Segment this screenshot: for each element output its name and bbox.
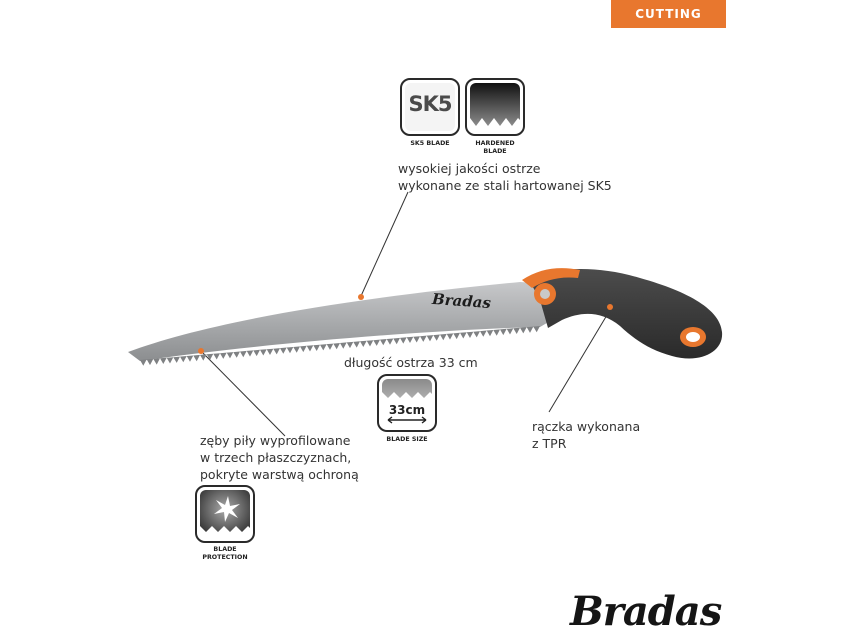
- hardened-caption-line2: BLADE: [483, 148, 507, 155]
- blade-size-icon: [377, 374, 437, 432]
- blade-quality-annotation: wysokiej jakości ostrze wykonane ze stal…: [398, 160, 612, 194]
- blade-size-icon-text: 33cm: [388, 403, 426, 417]
- handle-line1: rączka wykonana: [532, 419, 641, 434]
- leader-lines: [200, 191, 611, 437]
- teeth-line2: w trzech płaszczyznach,: [200, 450, 352, 465]
- teeth-line1: zęby piły wyprofilowane: [200, 433, 351, 448]
- teeth-line3: pokryte warstwą ochroną: [200, 467, 359, 482]
- handle-annotation: rączka wykonana z TPR: [532, 418, 640, 452]
- blade-quality-line1: wysokiej jakości ostrze: [398, 161, 541, 176]
- hardened-caption: HARDENED BLADE: [460, 140, 530, 156]
- protection-caption-line1: BLADE: [213, 546, 237, 553]
- protection-caption: BLADE PROTECTION: [190, 546, 260, 562]
- blade-size-caption: BLADE SIZE: [386, 436, 428, 443]
- saw-handle: [522, 268, 723, 359]
- sk5-caption: SK5 BLADE: [410, 140, 450, 147]
- blade-protection-icon: [195, 485, 255, 543]
- teeth-marker: [198, 348, 204, 354]
- blade-quality-line2: wykonane ze stali hartowanej SK5: [398, 178, 612, 193]
- hardened-caption-line1: HARDENED: [475, 140, 515, 147]
- handle-line2: z TPR: [532, 436, 567, 451]
- hardened-blade-icon: [465, 78, 525, 136]
- saw-blade: [128, 282, 552, 366]
- blade-marker: [358, 294, 364, 300]
- blade-length-annotation: długość ostrza 33 cm: [344, 355, 478, 370]
- protection-caption-line2: PROTECTION: [202, 554, 248, 561]
- footer-brand-logo: Bradas: [570, 588, 722, 635]
- sk5-icon-text: SK5: [408, 92, 452, 116]
- category-tab[interactable]: CUTTING: [611, 0, 726, 28]
- teeth-annotation: zęby piły wyprofilowane w trzech płaszcz…: [200, 432, 359, 483]
- sk5-blade-icon: [400, 78, 460, 136]
